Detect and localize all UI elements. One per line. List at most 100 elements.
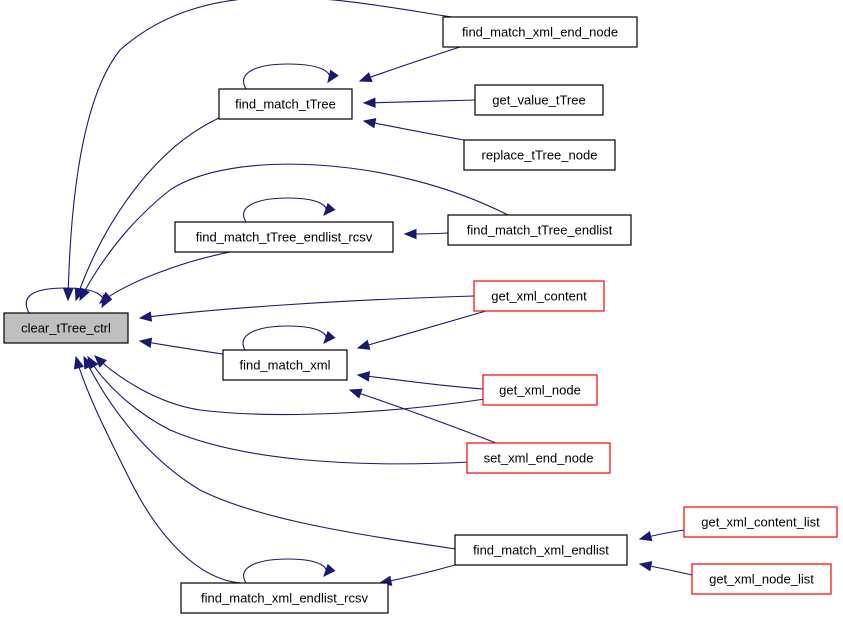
edge-line: [243, 197, 327, 223]
edge-rtn-to-fmt: [362, 118, 465, 141]
arrow-head-icon: [98, 291, 113, 304]
arrow-head-icon: [327, 69, 339, 84]
node-box[interactable]: [474, 84, 604, 116]
edges-layer: [25, 0, 693, 586]
arrow-head-icon: [362, 97, 376, 108]
edge-line: [363, 120, 465, 141]
edge-line: [349, 389, 497, 444]
arrow-head-icon: [323, 330, 336, 344]
node-label[interactable]: get_xml_content: [491, 289, 587, 304]
node-label[interactable]: find_match_xml_endlist_rcsv: [201, 591, 368, 606]
node-fmxelr[interactable]: find_match_xml_endlist_rcsv: [180, 582, 389, 614]
node-label[interactable]: find_match_tTree_endlist: [467, 223, 613, 238]
node-label[interactable]: find_match_tTree_endlist_rcsv: [196, 230, 373, 245]
edge-fmtelr-to-fmtelr: [243, 197, 336, 223]
node-label[interactable]: replace_tTree_node: [482, 148, 598, 163]
arrow-head-icon: [403, 228, 417, 240]
node-box[interactable]: [683, 506, 838, 538]
node-fmtel[interactable]: find_match_tTree_endlist: [447, 214, 632, 246]
edge-fmx-to-clear: [138, 337, 224, 355]
node-gxc[interactable]: get_xml_content: [473, 280, 605, 312]
edge-gxc-to-fmx: [356, 310, 487, 350]
edge-fmten-to-clear: [63, 0, 453, 302]
node-label[interactable]: clear_tTree_ctrl: [21, 321, 111, 336]
node-box[interactable]: [482, 374, 598, 406]
node-box[interactable]: [442, 16, 638, 48]
node-label[interactable]: get_xml_node: [499, 383, 581, 398]
arrow-head-icon: [323, 202, 336, 216]
node-label[interactable]: set_xml_end_node: [484, 451, 594, 466]
edge-line: [83, 356, 457, 550]
edge-line: [357, 310, 487, 349]
edge-line: [99, 251, 231, 304]
arrow-head-icon: [83, 355, 94, 370]
node-label[interactable]: find_match_tTree: [235, 97, 336, 112]
arrow-head-icon: [73, 355, 85, 370]
edge-fmtel-to-fmtelr: [403, 228, 449, 240]
node-box[interactable]: [3, 312, 129, 344]
edge-line: [25, 287, 104, 314]
arrow-head-icon: [356, 339, 371, 350]
arrow-head-icon: [94, 355, 107, 368]
node-fmxel[interactable]: find_match_xml_endlist: [454, 534, 628, 566]
node-box[interactable]: [218, 88, 353, 120]
edge-line: [75, 356, 242, 584]
edge-gxc-to-clear: [138, 295, 475, 322]
node-box[interactable]: [691, 563, 832, 595]
edge-gvt-to-fmt: [362, 97, 476, 108]
node-rtn[interactable]: replace_tTree_node: [463, 139, 616, 171]
arrow-head-icon: [323, 563, 336, 577]
edge-line: [139, 340, 224, 355]
node-box[interactable]: [174, 221, 394, 253]
arrow-head-icon: [356, 371, 371, 382]
node-box[interactable]: [463, 139, 616, 171]
edge-line: [87, 356, 471, 465]
edge-fmx-to-fmx: [242, 325, 336, 351]
node-clear[interactable]: clear_tTree_ctrl: [3, 312, 129, 344]
edge-gxn-to-clear: [94, 355, 486, 416]
edge-line: [363, 99, 476, 104]
node-box[interactable]: [454, 534, 628, 566]
node-box[interactable]: [473, 280, 605, 312]
node-gxnl[interactable]: get_xml_node_list: [691, 563, 832, 595]
node-fmten[interactable]: find_match_xml_end_node: [442, 16, 638, 48]
edge-line: [75, 117, 220, 301]
node-label[interactable]: get_value_tTree: [492, 93, 585, 108]
node-gxcl[interactable]: get_xml_content_list: [683, 506, 838, 538]
edge-gxnl-to-fmxel: [638, 561, 693, 576]
node-box[interactable]: [222, 349, 348, 381]
edge-line: [359, 46, 461, 82]
node-gxn[interactable]: get_xml_node: [482, 374, 598, 406]
edge-fmtelr-to-clear: [98, 251, 231, 304]
arrow-head-icon: [63, 288, 74, 302]
node-label[interactable]: find_match_xml: [239, 358, 330, 373]
node-box[interactable]: [180, 582, 389, 614]
node-fmt[interactable]: find_match_tTree: [218, 88, 353, 120]
edge-line: [243, 558, 327, 584]
edge-line: [94, 355, 486, 416]
edge-line: [357, 374, 484, 390]
node-box[interactable]: [466, 442, 611, 474]
edge-line: [67, 0, 453, 301]
arrow-head-icon: [358, 72, 373, 82]
arrow-head-icon: [138, 311, 153, 322]
node-box[interactable]: [447, 214, 632, 246]
edge-sxen-to-fmx: [348, 388, 497, 444]
edge-line: [79, 163, 509, 301]
edge-fmt-to-fmt: [243, 63, 339, 90]
edge-line: [242, 325, 327, 351]
edge-fmtel-to-clear: [79, 163, 509, 302]
node-fmtelr[interactable]: find_match_tTree_endlist_rcsv: [174, 221, 394, 253]
node-sxen[interactable]: set_xml_end_node: [466, 442, 611, 474]
edge-fmxel-to-fmxelr: [378, 564, 456, 586]
arrow-head-icon: [138, 337, 153, 348]
arrow-head-icon: [638, 530, 653, 542]
node-gvt[interactable]: get_value_tTree: [474, 84, 604, 116]
arrow-head-icon: [348, 388, 363, 399]
node-fmx[interactable]: find_match_xml: [222, 349, 348, 381]
node-label[interactable]: find_match_xml_end_node: [462, 25, 618, 40]
node-label[interactable]: get_xml_content_list: [701, 515, 820, 530]
node-label[interactable]: get_xml_node_list: [709, 572, 814, 587]
node-label[interactable]: find_match_xml_endlist: [473, 543, 609, 558]
edge-fmten-to-fmt: [358, 46, 461, 82]
